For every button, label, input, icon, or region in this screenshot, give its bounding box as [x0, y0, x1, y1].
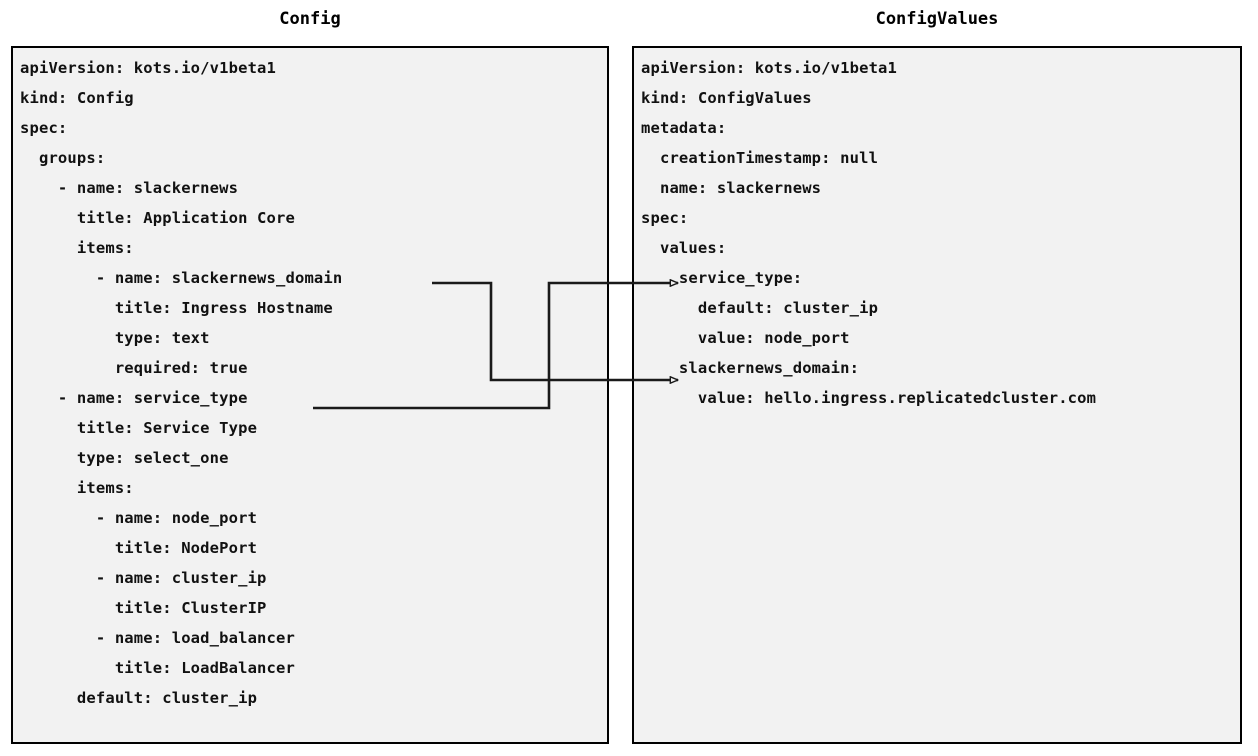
config-yaml-text: apiVersion: kots.io/v1beta1 kind: Config… — [20, 59, 343, 707]
configvalues-panel-title: ConfigValues — [875, 9, 999, 29]
config-yaml-panel: apiVersion: kots.io/v1beta1 kind: Config… — [11, 46, 609, 744]
config-panel-title: Config — [279, 9, 341, 29]
configvalues-yaml-text: apiVersion: kots.io/v1beta1 kind: Config… — [641, 59, 1097, 407]
configvalues-yaml-panel: apiVersion: kots.io/v1beta1 kind: Config… — [632, 46, 1242, 744]
